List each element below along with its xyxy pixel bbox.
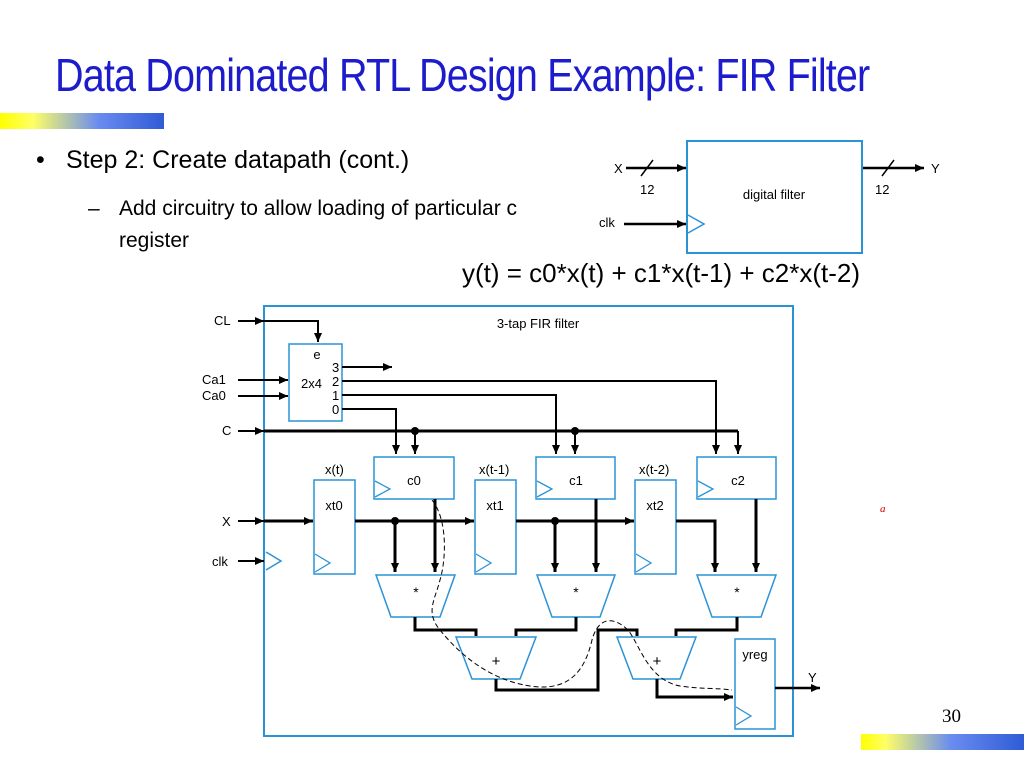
- multiplier-1: [535, 574, 617, 618]
- slide-title: Data Dominated RTL Design Example: FIR F…: [55, 49, 870, 101]
- input-cl-label: CL: [214, 313, 231, 328]
- c-bus-junction: [411, 427, 419, 435]
- input-c-label: C: [222, 423, 231, 438]
- decoder-out-1-to-c1: [342, 394, 560, 454]
- adder0-to-adder1: [494, 628, 639, 692]
- adder-0-label: +: [492, 653, 501, 670]
- register-clock-triangle: [314, 553, 332, 573]
- bullet-dot: •: [36, 146, 45, 174]
- digital-filter-block-diagram: digital filter X 12 clk 12 Y: [599, 140, 940, 254]
- decoder-out-0: 0: [332, 402, 339, 417]
- register-c2: [696, 456, 777, 500]
- register-clock-triangle: [697, 480, 715, 498]
- adder-0: [454, 636, 538, 680]
- mult0-to-adder0: [413, 617, 478, 636]
- input-x-label: X: [222, 514, 231, 529]
- decoder-out-0-to-c0: [342, 408, 400, 454]
- filter-equation: y(t) = c0*x(t) + c1*x(t-1) + c2*x(t-2): [462, 258, 861, 288]
- cl-to-decoder-enable: [264, 320, 322, 342]
- register-xt1: [474, 479, 517, 575]
- register-c1-label: c1: [569, 473, 583, 488]
- adder1-to-yreg: [655, 679, 733, 701]
- mult2-to-adder1: [674, 617, 739, 636]
- register-xt1-label: xt1: [486, 498, 503, 513]
- adder-1-label: +: [653, 653, 662, 670]
- adder-1: [615, 636, 698, 680]
- decoder-out-2-to-c2: [342, 380, 720, 454]
- x-label-t-1: x(t-1): [479, 462, 509, 477]
- register-clock-triangle: [536, 480, 554, 498]
- decoder-name: 2x4: [301, 376, 322, 391]
- register-yreg: [734, 638, 776, 730]
- digital-filter-label: digital filter: [743, 187, 806, 202]
- register-c1: [535, 456, 616, 500]
- top-input-x-label: X: [614, 161, 623, 176]
- input-ca0-label: Ca0: [202, 388, 226, 403]
- footer-accent-bar: [861, 734, 1024, 750]
- top-output-bus-slash: [881, 159, 895, 177]
- top-clk-label: clk: [599, 215, 615, 230]
- register-xt2-label: xt2: [646, 498, 663, 513]
- decoder-out-3: 3: [332, 360, 339, 375]
- bullet-text: Step 2: Create datapath (cont.): [66, 146, 410, 174]
- register-clock-triangle: [475, 553, 493, 573]
- stray-mark: a: [880, 503, 886, 515]
- register-clock-triangle: [635, 553, 653, 573]
- decoder-2x4: [288, 343, 343, 422]
- title-accent-bar: [0, 113, 164, 129]
- input-ca1-label: Ca1: [202, 372, 226, 387]
- xt2-to-mult2: [676, 519, 719, 572]
- register-xt0: [313, 479, 356, 575]
- decoder-out-1: 1: [332, 388, 339, 403]
- datapath-clock-triangle: [265, 551, 283, 571]
- top-clock-triangle: [687, 214, 706, 234]
- fir-datapath: 3-tap FIR filter CL Ca1 Ca0 C X clk e 2x…: [202, 305, 820, 737]
- register-c0-label: c0: [407, 473, 421, 488]
- decoder-enable-label: e: [313, 347, 320, 362]
- fir-filter-title: 3-tap FIR filter: [497, 316, 580, 331]
- register-yreg-label: yreg: [742, 647, 767, 662]
- c-bus-junction: [571, 427, 579, 435]
- decoder-out-2: 2: [332, 374, 339, 389]
- dashed-dataflow-path: [431, 499, 733, 691]
- page-number: 30: [942, 706, 961, 727]
- x-label-t: x(t): [325, 462, 344, 477]
- register-clock-triangle: [374, 480, 392, 498]
- sub-bullet-text: Add circuitry to allow loading of partic…: [119, 197, 518, 252]
- register-c0: [373, 456, 455, 500]
- sub-bullet-dash: –: [88, 197, 100, 220]
- register-clock-triangle: [735, 706, 753, 726]
- digital-filter-box: [686, 140, 863, 254]
- multiplier-2: [695, 574, 778, 618]
- top-output-width-label: 12: [875, 182, 889, 197]
- top-input-width-label: 12: [640, 182, 654, 197]
- sub-bullet: –Add circuitry to allow loading of parti…: [88, 193, 528, 257]
- multiplier-2-label: *: [734, 584, 740, 600]
- input-clk-label: clk: [212, 554, 228, 569]
- top-output-y-label: Y: [931, 161, 940, 176]
- output-y-label: Y: [808, 670, 817, 685]
- register-xt0-label: xt0: [325, 498, 342, 513]
- x-label-t-2: x(t-2): [639, 462, 669, 477]
- bullet-step-2: • Step 2: Create datapath (cont.): [36, 146, 409, 175]
- mult1-to-adder0: [514, 617, 578, 636]
- top-input-bus-slash: [640, 159, 654, 177]
- multiplier-1-label: *: [573, 584, 579, 600]
- register-c2-label: c2: [731, 473, 745, 488]
- register-xt2: [634, 479, 677, 575]
- multiplier-0: [374, 574, 457, 618]
- multiplier-0-label: *: [413, 584, 419, 600]
